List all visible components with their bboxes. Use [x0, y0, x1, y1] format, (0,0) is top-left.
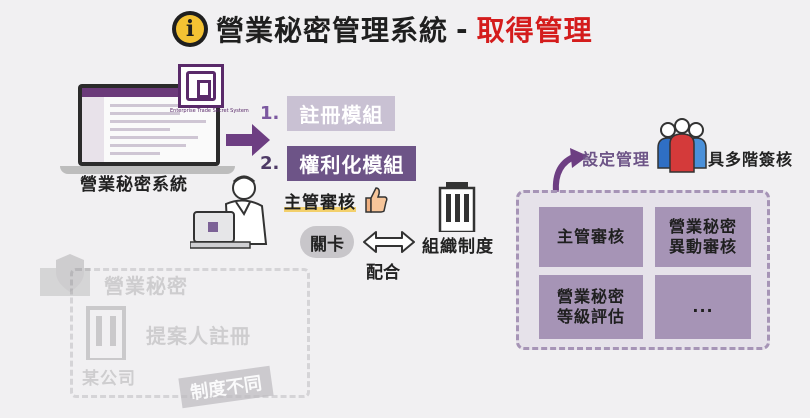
faded-building-icon [86, 300, 126, 364]
cell-label-line1: 營業秘密 [556, 287, 625, 306]
cell-label-line2: 等級評估 [556, 307, 625, 326]
laptop-caption: 營業秘密系統 [80, 175, 188, 195]
system-logo [178, 64, 224, 108]
info-icon-glyph: i [176, 15, 204, 43]
double-arrow-icon [363, 231, 415, 253]
cell-label: 主管審核 [556, 227, 625, 246]
authority-label: 具多階簽核 [708, 150, 794, 169]
module-number: 1. [260, 103, 280, 124]
module-label: 權利化模組 [287, 146, 417, 181]
grid-cell-change-approve: 營業秘密 異動審核 [655, 207, 751, 267]
faded-shield-icon [40, 254, 100, 302]
approval-grid: 主管審核 營業秘密 異動審核 營業秘密 等級評估 ... [516, 190, 770, 350]
people-group-icon [657, 118, 707, 173]
faded-company-label: 某公司 [82, 369, 136, 389]
setting-label: 設定管理 [582, 150, 651, 169]
curved-arrow-icon [552, 148, 588, 193]
cooperate-label: 配合 [366, 263, 400, 283]
page-title: i 營業秘密管理系統 - 取得管理 [172, 8, 593, 50]
cell-label: ... [692, 297, 714, 316]
thumbs-up-icon [365, 187, 388, 213]
cell-label-line1: 營業秘密 [668, 217, 737, 236]
logo-caption: Enterprise Trade Secret System [170, 108, 249, 114]
info-icon: i [172, 11, 208, 47]
building-icon [438, 182, 476, 232]
faded-register-label: 提案人註冊 [146, 324, 251, 348]
faded-secret-label: 營業秘密 [104, 274, 188, 298]
module-label: 註冊模組 [287, 96, 396, 131]
grid-cell-more: ... [655, 275, 751, 339]
title-sub: 取得管理 [476, 14, 593, 47]
person-at-laptop-icon [190, 175, 268, 249]
approve-label: 主管審核 [284, 188, 356, 213]
arrow-right-icon [226, 124, 270, 156]
grid-cell-manager-approve: 主管審核 [539, 207, 643, 267]
module-rights: 2. 權利化模組 [260, 146, 417, 181]
cell-label-line2: 異動審核 [668, 237, 737, 256]
title-main: 營業秘密管理系統 [216, 14, 449, 47]
grid-cell-level-assess: 營業秘密 等級評估 [539, 275, 643, 339]
org-label: 組織制度 [422, 237, 494, 257]
module-number: 2. [260, 153, 280, 174]
laptop-screenshot [60, 84, 235, 192]
module-register: 1. 註冊模組 [260, 96, 396, 131]
title-dash: - [456, 12, 469, 46]
gate-badge: 關卡 [300, 226, 354, 258]
